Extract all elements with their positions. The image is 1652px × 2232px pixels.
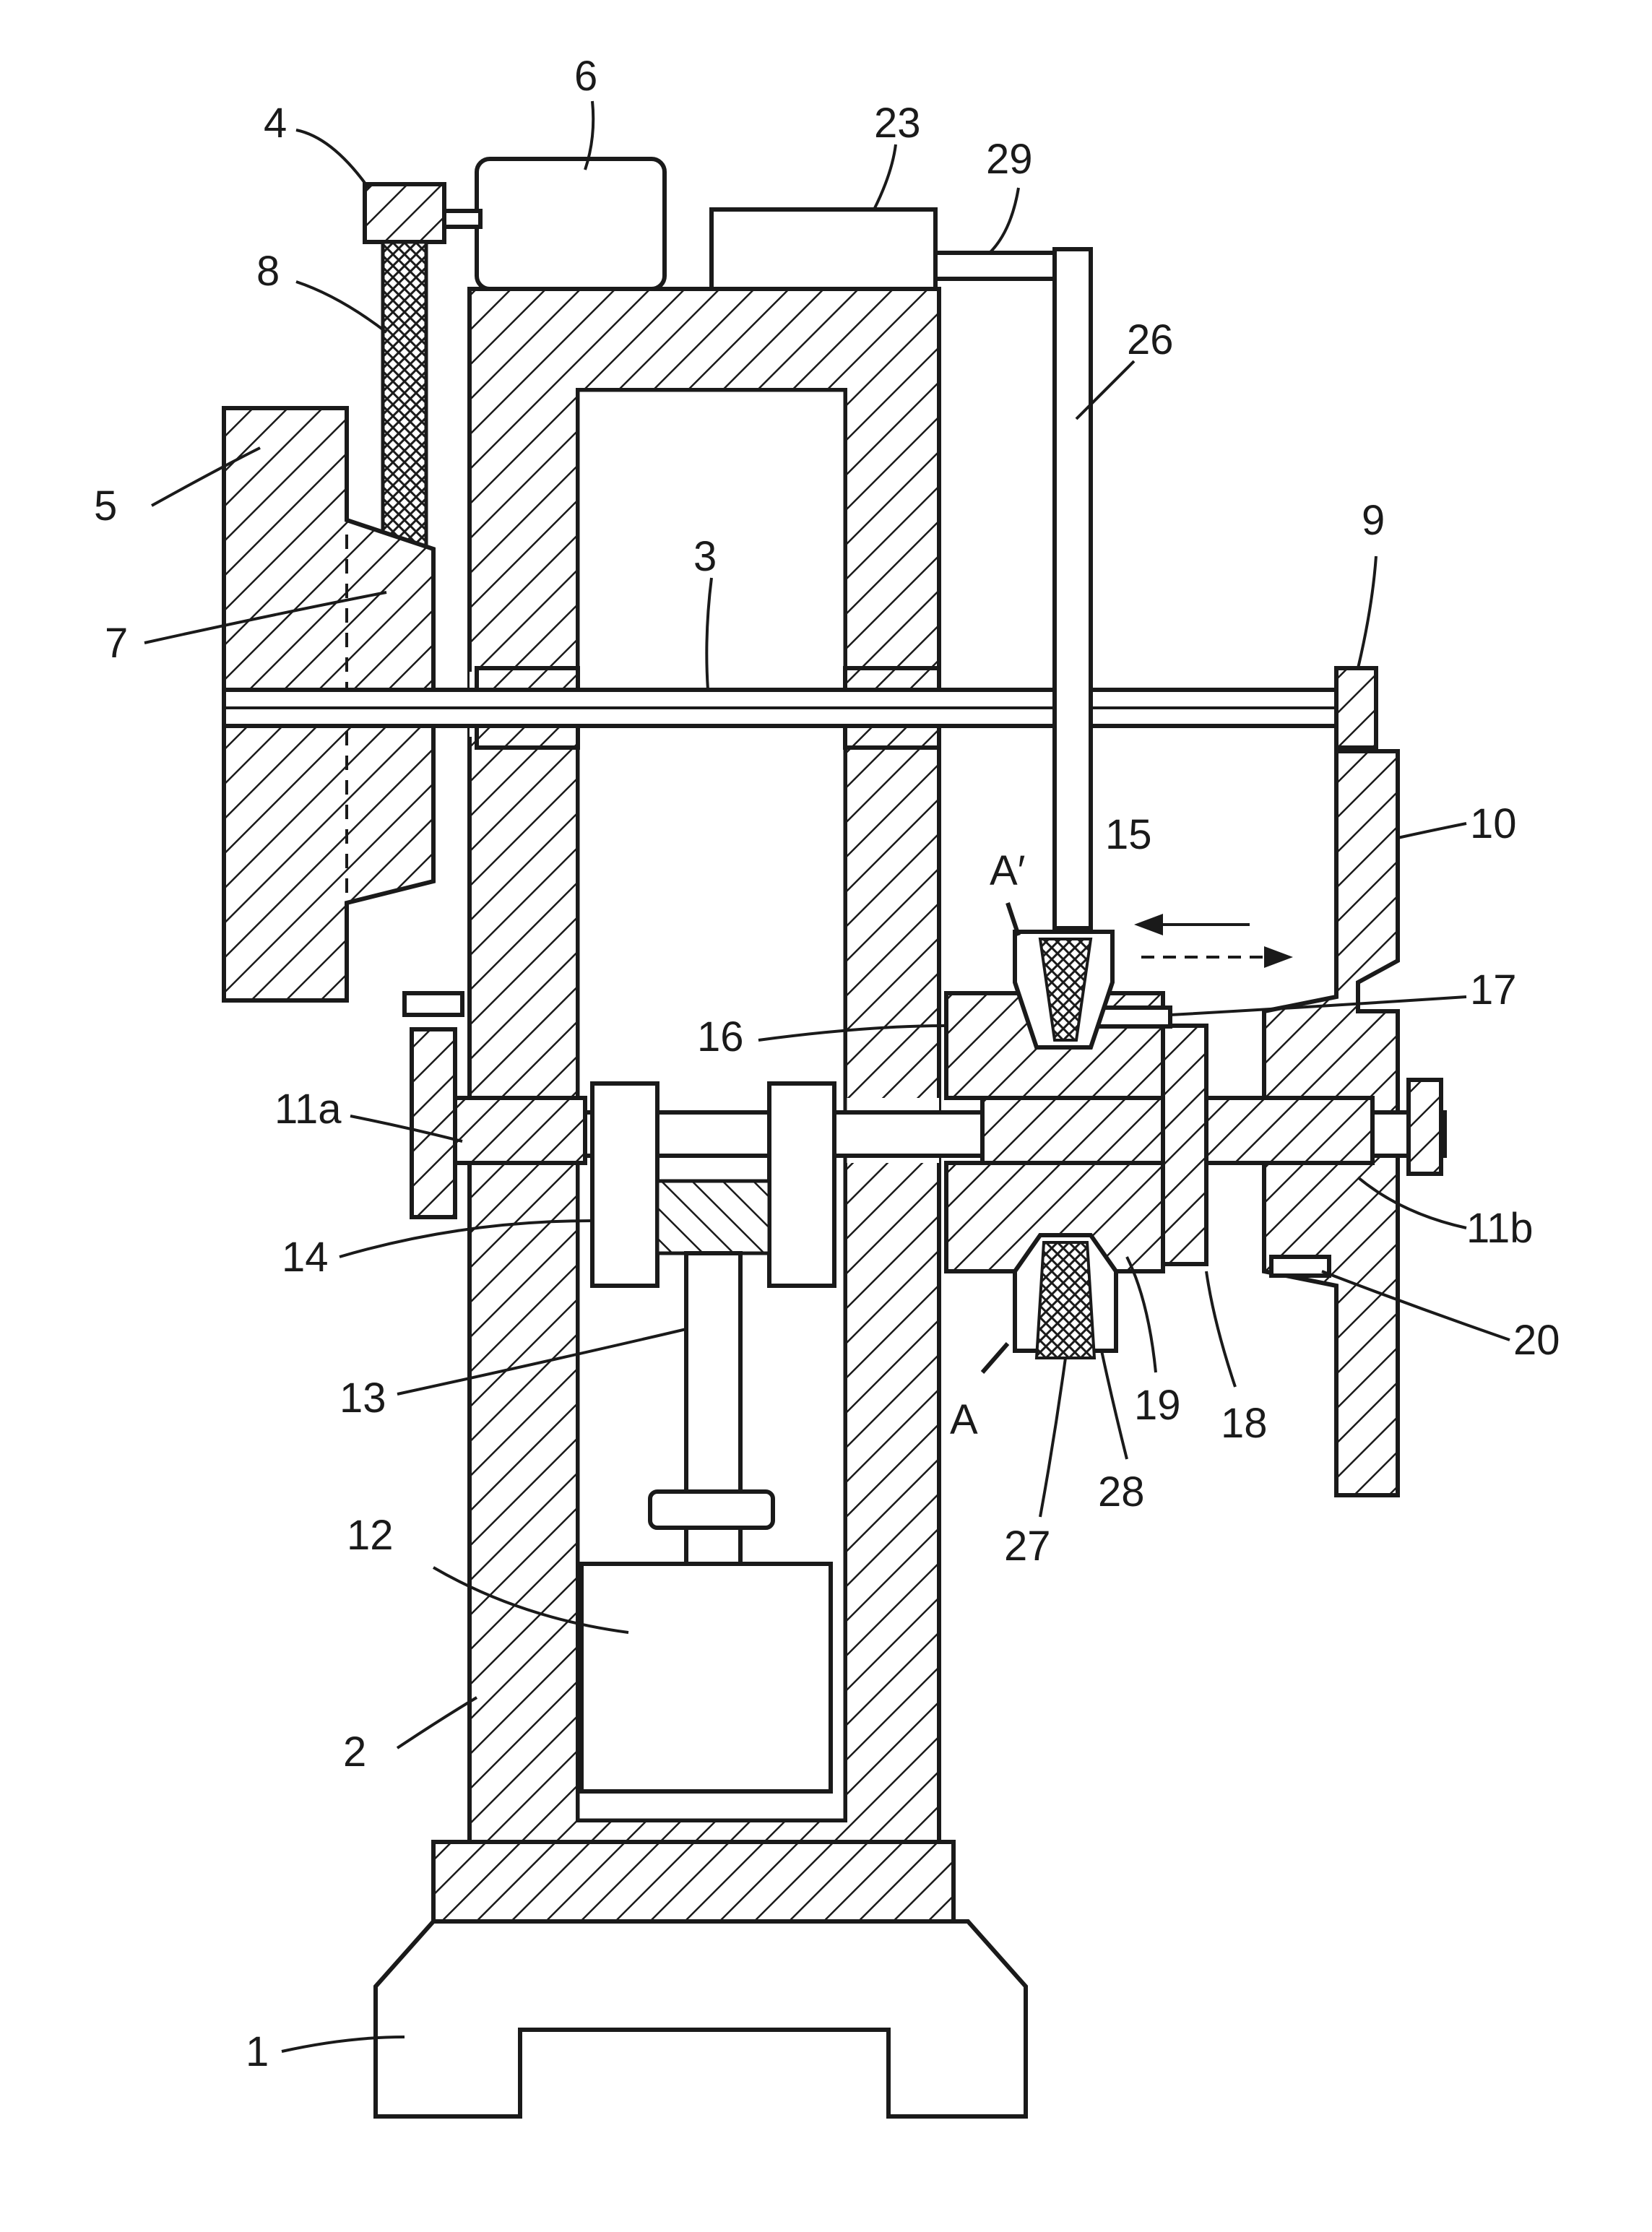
leader-16 bbox=[758, 1024, 947, 1042]
leader-20 bbox=[1321, 1270, 1510, 1341]
bracket-top bbox=[402, 991, 464, 1017]
leader-27 bbox=[1039, 1357, 1067, 1518]
leader-8 bbox=[295, 280, 388, 334]
control-box bbox=[709, 207, 938, 291]
gear-top-teeth bbox=[1038, 938, 1093, 1042]
label-5: 5 bbox=[94, 483, 117, 529]
leader-3 bbox=[705, 577, 713, 691]
label-a-prime: A′ bbox=[990, 847, 1026, 894]
label-11a: 11a bbox=[274, 1086, 342, 1133]
small-pulley bbox=[363, 182, 446, 244]
bearing-18 bbox=[1161, 1024, 1208, 1266]
crank-pin bbox=[655, 1179, 771, 1255]
crankshaft-right-nut bbox=[1406, 1078, 1443, 1176]
leader-4 bbox=[295, 129, 370, 189]
gear-bottom-teeth bbox=[1034, 1241, 1097, 1359]
label-7: 7 bbox=[105, 620, 128, 667]
label-26: 26 bbox=[1127, 316, 1174, 363]
frame-base bbox=[373, 1919, 1028, 2119]
leader-11b bbox=[1357, 1176, 1467, 1229]
rod-clamp bbox=[648, 1489, 775, 1530]
label-19: 19 bbox=[1134, 1382, 1181, 1429]
leader-26 bbox=[1075, 360, 1136, 420]
motion-arrow-right-head bbox=[1264, 946, 1293, 968]
label-17: 17 bbox=[1470, 966, 1517, 1013]
leader-7 bbox=[144, 591, 387, 644]
label-3: 3 bbox=[693, 533, 717, 580]
pin-20 bbox=[1269, 1255, 1331, 1278]
leader-2 bbox=[396, 1696, 478, 1749]
main-shaft-bearing-left bbox=[475, 666, 580, 692]
leader-28 bbox=[1100, 1350, 1128, 1460]
label-4: 4 bbox=[264, 100, 287, 147]
leader-6 bbox=[584, 100, 595, 170]
main-shaft-bearing-right bbox=[843, 666, 941, 692]
crankshaft-left-collar bbox=[410, 1027, 457, 1219]
leader-10 bbox=[1397, 822, 1467, 839]
label-12: 12 bbox=[347, 1512, 394, 1559]
leader-23 bbox=[873, 144, 897, 210]
leader-11a bbox=[350, 1115, 463, 1143]
label-11b: 11b bbox=[1466, 1205, 1533, 1252]
leader-17 bbox=[1169, 995, 1467, 1016]
label-6: 6 bbox=[574, 53, 597, 100]
leader-29 bbox=[988, 187, 1020, 254]
label-15: 15 bbox=[1105, 811, 1152, 858]
main-shaft-bearing-left-lower bbox=[475, 724, 580, 750]
leader-9 bbox=[1357, 555, 1378, 669]
leader-a bbox=[980, 1342, 1010, 1374]
label-28: 28 bbox=[1098, 1468, 1145, 1515]
leader-18 bbox=[1205, 1271, 1237, 1388]
leader-a-prime bbox=[1006, 902, 1021, 936]
main-shaft-bearing-right-lower bbox=[843, 724, 941, 750]
label-27: 27 bbox=[1004, 1523, 1051, 1570]
frame-foot bbox=[431, 1840, 956, 1924]
crank-web-left bbox=[590, 1081, 659, 1288]
motor-output-shaft bbox=[438, 209, 483, 229]
label-14: 14 bbox=[282, 1234, 329, 1281]
crankshaft-left-sleeve bbox=[453, 1096, 587, 1165]
label-a: A bbox=[950, 1396, 978, 1443]
belt bbox=[381, 240, 428, 548]
label-8: 8 bbox=[256, 248, 280, 295]
label-1: 1 bbox=[246, 2028, 269, 2075]
slide bbox=[579, 1562, 833, 1794]
motor bbox=[475, 157, 667, 291]
control-rod bbox=[1052, 247, 1093, 930]
crank-web-right bbox=[767, 1081, 836, 1288]
label-23: 23 bbox=[874, 100, 921, 147]
link-29 bbox=[933, 251, 1060, 281]
label-29: 29 bbox=[986, 136, 1033, 183]
label-13: 13 bbox=[340, 1375, 386, 1422]
leader-19 bbox=[1125, 1256, 1157, 1373]
leader-1 bbox=[281, 2036, 405, 2053]
motion-arrow-left-head bbox=[1134, 914, 1163, 935]
leader-13 bbox=[397, 1328, 687, 1396]
label-10: 10 bbox=[1470, 800, 1517, 847]
label-16: 16 bbox=[697, 1013, 744, 1060]
label-2: 2 bbox=[343, 1729, 366, 1775]
leader-5 bbox=[151, 446, 261, 507]
label-9: 9 bbox=[1362, 497, 1385, 544]
label-20: 20 bbox=[1513, 1317, 1560, 1364]
label-18: 18 bbox=[1221, 1400, 1268, 1447]
leader-12 bbox=[432, 1566, 629, 1634]
leader-14 bbox=[339, 1219, 593, 1258]
shaft-end-nut bbox=[1334, 666, 1378, 750]
